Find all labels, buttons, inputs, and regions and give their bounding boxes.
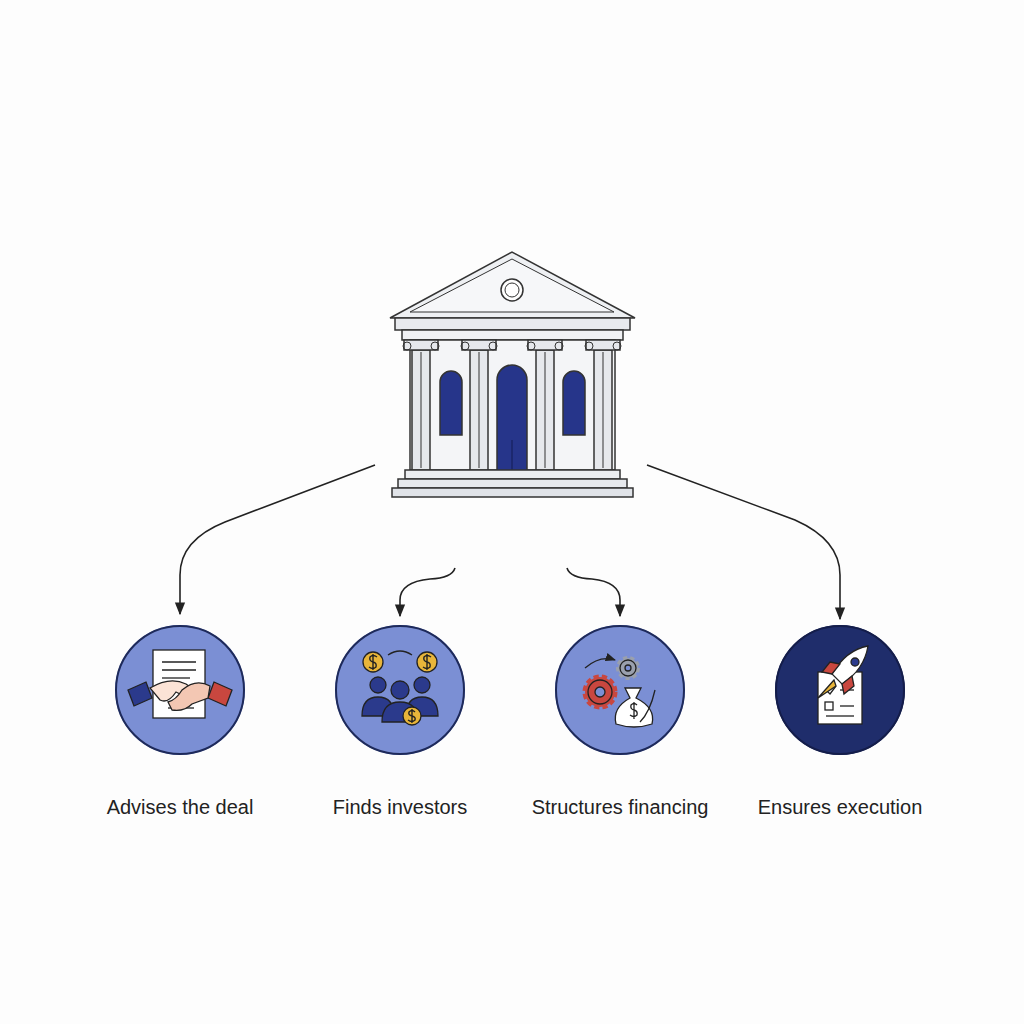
circle-border xyxy=(336,626,464,754)
leader-arrows xyxy=(180,465,840,619)
execution-icon xyxy=(818,646,868,724)
node-label: Finds investors xyxy=(333,795,468,819)
icon-circle-node: Structures financing xyxy=(555,625,685,755)
circle-border xyxy=(116,626,244,754)
node-label: Advises the deal xyxy=(107,795,254,819)
circle-border xyxy=(776,626,904,754)
icon-circle-node: Ensures execution xyxy=(775,625,905,755)
investors-icon xyxy=(362,651,438,725)
circle-outline xyxy=(335,625,465,755)
circle-outline xyxy=(775,625,905,755)
financing-icon xyxy=(585,658,655,727)
circle-border xyxy=(556,626,684,754)
node-label: Ensures execution xyxy=(758,795,923,819)
icon-circle-node: Finds investors xyxy=(335,625,465,755)
handshake-icon xyxy=(128,650,232,718)
node-label: Structures financing xyxy=(532,795,709,819)
circle-outline xyxy=(115,625,245,755)
circle-outline xyxy=(555,625,685,755)
icon-circle-node: Advises the deal xyxy=(115,625,245,755)
bank-building xyxy=(390,252,635,497)
circle-fills xyxy=(115,625,905,755)
